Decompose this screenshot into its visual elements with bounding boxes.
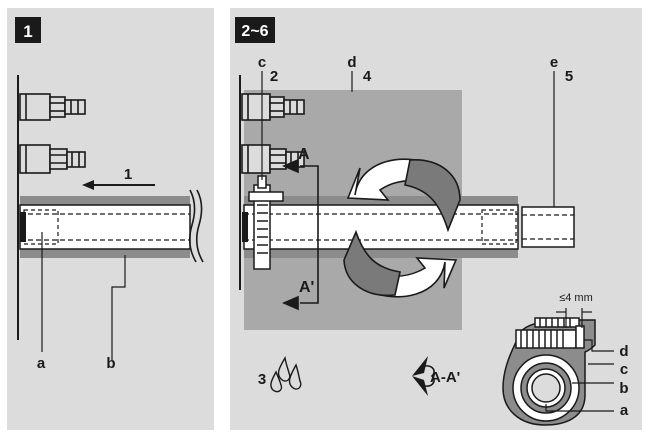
label-detail-b: b <box>619 380 628 397</box>
extension-pipe <box>521 206 575 248</box>
hose-clamp <box>248 175 284 270</box>
label-step-2: 2 <box>270 68 278 85</box>
label-e: e <box>550 54 558 71</box>
step-badge-2-6: 2~6 <box>235 17 275 43</box>
label-b-panel-1: b <box>106 355 115 372</box>
slide-direction-arrow <box>82 180 155 190</box>
label-arrow-1: 1 <box>124 166 132 183</box>
label-clearance: ≤4 mm <box>559 292 593 304</box>
section-line-a-a <box>281 158 319 311</box>
step-badge-2-6-text: 2~6 <box>241 23 268 40</box>
label-detail-d: d <box>619 343 628 360</box>
view-eye-icon <box>412 356 435 396</box>
water-drops-icon <box>270 356 302 393</box>
leader-lines-panel-1 <box>41 232 126 360</box>
pipe-connector-upper <box>19 93 86 121</box>
insulated-pipe-2 <box>242 196 519 258</box>
insulated-pipe <box>19 189 204 263</box>
label-step-4: 4 <box>363 68 372 85</box>
leader-lines-detail <box>545 339 614 412</box>
panel-2-6: 2~6 <box>230 8 642 430</box>
pipe-connector-upper-2 <box>241 93 305 121</box>
label-section-a: A <box>298 146 310 163</box>
label-step-3: 3 <box>258 371 266 388</box>
cross-section-detail <box>502 317 596 426</box>
label-d: d <box>347 54 356 71</box>
step-badge-1-text: 1 <box>23 22 32 41</box>
label-step-5: 5 <box>565 68 573 85</box>
label-section-view: A-A' <box>430 369 460 386</box>
rotate-arrow-icon <box>343 158 461 298</box>
clearance-dimension <box>556 308 592 328</box>
label-a-panel-1: a <box>37 355 46 372</box>
label-section-a-prime: A' <box>299 279 314 296</box>
label-detail-c: c <box>620 361 628 378</box>
label-detail-a: a <box>620 402 629 419</box>
step-badge-1: 1 <box>15 17 41 43</box>
pipe-connector-lower <box>19 144 86 174</box>
label-c: c <box>258 54 266 71</box>
panel-1: 1 1 <box>7 8 214 430</box>
